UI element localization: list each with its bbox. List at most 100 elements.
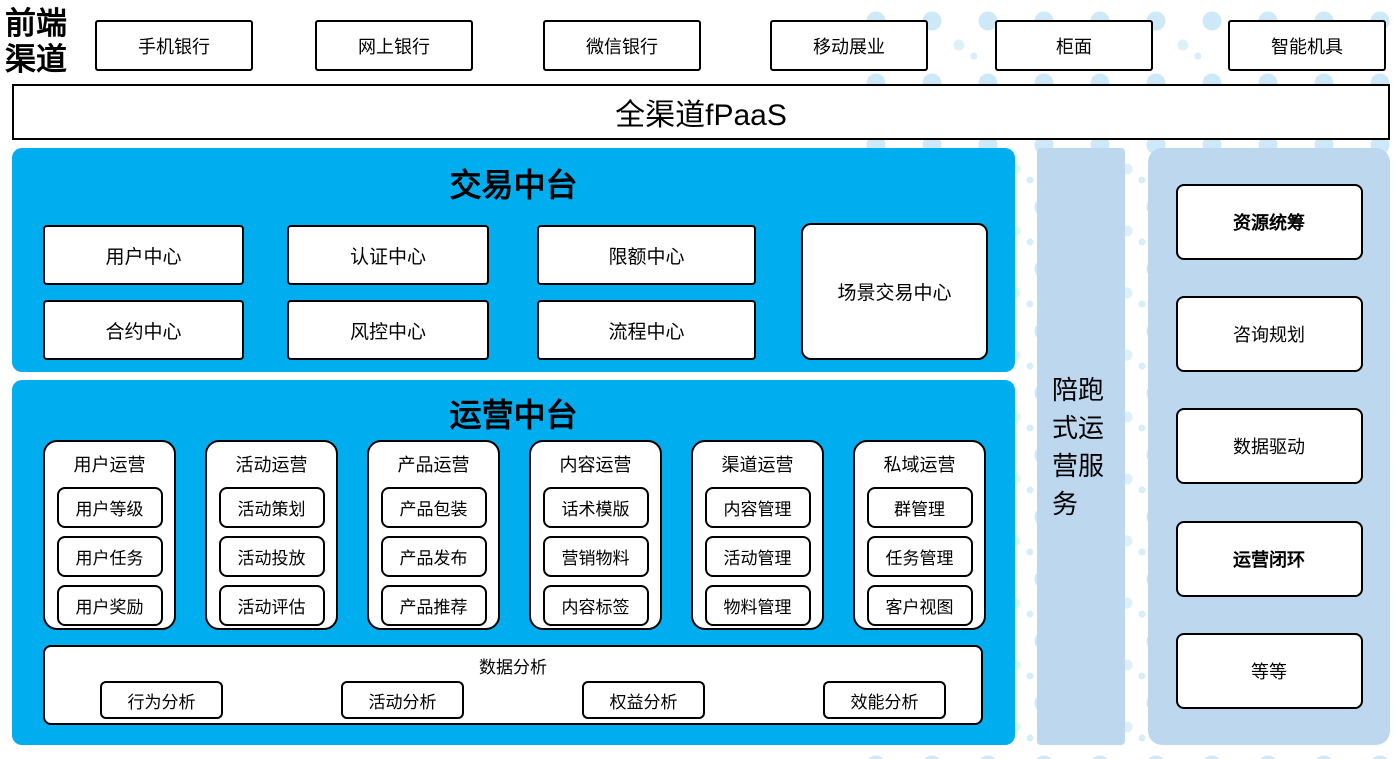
panel-item-label: 运营闭环 <box>1233 549 1305 570</box>
channel-box-smart-devices: 智能机具 <box>1228 20 1386 71</box>
group-title: 活动运营 <box>235 455 308 475</box>
group-item: 用户任务 <box>56 536 163 577</box>
group-item: 活动投放 <box>218 536 325 577</box>
group-item-label: 用户奖励 <box>75 598 144 617</box>
group-item: 群管理 <box>866 487 973 528</box>
group-item: 客户视图 <box>866 585 973 626</box>
channel-label: 柜面 <box>1056 36 1092 57</box>
group-title: 产品运营 <box>397 455 470 475</box>
analysis-item-label: 效能分析 <box>850 692 919 712</box>
panel-item-etc: 等等 <box>1175 632 1363 709</box>
group-item-label: 内容管理 <box>723 500 792 519</box>
panel-item-operation-loop: 运营闭环 <box>1175 520 1363 597</box>
group-item: 话术模版 <box>542 487 649 528</box>
transaction-platform-title: 交易中台 <box>449 167 578 203</box>
group-box-private-domain-operation: 私域运营 群管理 任务管理 客户视图 <box>853 440 986 630</box>
center-label: 流程中心 <box>608 321 685 343</box>
group-item: 任务管理 <box>866 536 973 577</box>
center-box-scene-transaction: 场景交易中心 <box>801 223 988 360</box>
data-analysis-items: 行为分析 活动分析 权益分析 效能分析 <box>100 681 946 719</box>
group-item: 内容管理 <box>704 487 811 528</box>
operation-platform-title: 运营中台 <box>449 397 578 433</box>
data-analysis-title: 数据分析 <box>479 658 547 677</box>
frontend-channels-label: 前端渠道 <box>5 6 67 77</box>
group-item-label: 物料管理 <box>723 598 792 617</box>
center-box-process: 流程中心 <box>537 300 756 360</box>
group-item-label: 用户等级 <box>75 500 144 519</box>
center-label: 合约中心 <box>105 321 182 343</box>
panel-item-consulting: 咨询规划 <box>1175 296 1363 373</box>
data-analysis-box: 数据分析 行为分析 活动分析 权益分析 效能分析 <box>43 645 983 725</box>
group-item-label: 用户任务 <box>75 549 144 568</box>
accompanying-service-bar: 陪跑式运营服务 <box>1037 148 1125 745</box>
center-label: 认证中心 <box>349 246 426 268</box>
group-item-label: 产品推荐 <box>399 598 468 617</box>
fpaas-label: 全渠道fPaaS <box>615 99 787 132</box>
panel-item-label: 资源统筹 <box>1233 213 1305 234</box>
group-item-label: 任务管理 <box>885 549 954 568</box>
group-item: 活动策划 <box>218 487 325 528</box>
center-label: 风控中心 <box>349 321 426 343</box>
channel-box-online-banking: 网上银行 <box>315 20 473 71</box>
center-box-auth: 认证中心 <box>287 225 489 285</box>
group-item-label: 产品包装 <box>399 500 468 519</box>
channel-box-mobile-banking: 手机银行 <box>95 20 253 71</box>
channel-label: 移动展业 <box>813 36 885 57</box>
channel-label: 网上银行 <box>358 36 430 57</box>
group-item-label: 产品发布 <box>399 549 468 568</box>
service-panel: 资源统筹 咨询规划 数据驱动 运营闭环 等等 <box>1148 148 1390 745</box>
transaction-platform-block: 交易中台 用户中心 认证中心 限额中心 合约中心 风控中心 流程中心 场景交易中… <box>12 148 1015 372</box>
panel-item-label: 咨询规划 <box>1233 325 1305 346</box>
fpaas-bar: 全渠道fPaaS <box>12 84 1390 140</box>
channel-box-counter: 柜面 <box>995 20 1153 71</box>
group-box-user-operation: 用户运营 用户等级 用户任务 用户奖励 <box>43 440 176 630</box>
analysis-item-behavior: 行为分析 <box>100 681 223 719</box>
group-item: 活动评估 <box>218 585 325 626</box>
center-box-user: 用户中心 <box>43 225 244 285</box>
group-box-channel-operation: 渠道运营 内容管理 活动管理 物料管理 <box>691 440 824 630</box>
group-title: 私域运营 <box>883 455 956 475</box>
analysis-item-label: 行为分析 <box>127 692 196 712</box>
group-box-content-operation: 内容运营 话术模版 营销物料 内容标签 <box>529 440 662 630</box>
group-item: 产品发布 <box>380 536 487 577</box>
accompanying-service-label: 陪跑式运营服务 <box>1052 374 1105 519</box>
group-title: 用户运营 <box>73 455 146 475</box>
panel-item-resource-planning: 资源统筹 <box>1175 184 1363 261</box>
group-item-label: 群管理 <box>894 500 945 519</box>
group-item-label: 活动策划 <box>237 500 306 519</box>
group-item-label: 客户视图 <box>885 598 954 617</box>
group-box-product-operation: 产品运营 产品包装 产品发布 产品推荐 <box>367 440 500 630</box>
analysis-item-label: 权益分析 <box>609 692 678 712</box>
group-item-label: 活动管理 <box>723 549 792 568</box>
group-item-label: 话术模版 <box>561 500 630 519</box>
center-label: 用户中心 <box>105 246 182 268</box>
channel-box-mobile-sales: 移动展业 <box>770 20 928 71</box>
analysis-item-label: 活动分析 <box>368 692 437 712</box>
panel-item-label: 数据驱动 <box>1233 437 1305 458</box>
channel-label: 手机银行 <box>138 36 210 57</box>
operation-platform-block: 运营中台 用户运营 用户等级 用户任务 用户奖励 活动运营 活动策划 活动投放 … <box>12 380 1015 745</box>
center-box-contract: 合约中心 <box>43 300 244 360</box>
group-title: 渠道运营 <box>721 455 794 475</box>
group-box-activity-operation: 活动运营 活动策划 活动投放 活动评估 <box>205 440 338 630</box>
panel-item-label: 等等 <box>1251 661 1287 682</box>
group-item-label: 内容标签 <box>561 598 630 617</box>
operation-groups-row: 用户运营 用户等级 用户任务 用户奖励 活动运营 活动策划 活动投放 活动评估 … <box>43 440 986 630</box>
analysis-item-benefit: 权益分析 <box>582 681 705 719</box>
channel-label: 微信银行 <box>586 36 658 57</box>
group-item: 产品包装 <box>380 487 487 528</box>
group-title: 内容运营 <box>559 455 632 475</box>
panel-item-data-driven: 数据驱动 <box>1175 408 1363 485</box>
group-item: 活动管理 <box>704 536 811 577</box>
group-item: 用户等级 <box>56 487 163 528</box>
group-item-label: 活动评估 <box>237 598 306 617</box>
channel-box-wechat-banking: 微信银行 <box>543 20 701 71</box>
group-item-label: 营销物料 <box>561 549 630 568</box>
analysis-item-efficiency: 效能分析 <box>823 681 946 719</box>
group-item-label: 活动投放 <box>237 549 306 568</box>
center-label: 限额中心 <box>608 246 685 268</box>
group-item: 营销物料 <box>542 536 649 577</box>
center-label: 场景交易中心 <box>837 283 952 304</box>
analysis-item-activity: 活动分析 <box>341 681 464 719</box>
